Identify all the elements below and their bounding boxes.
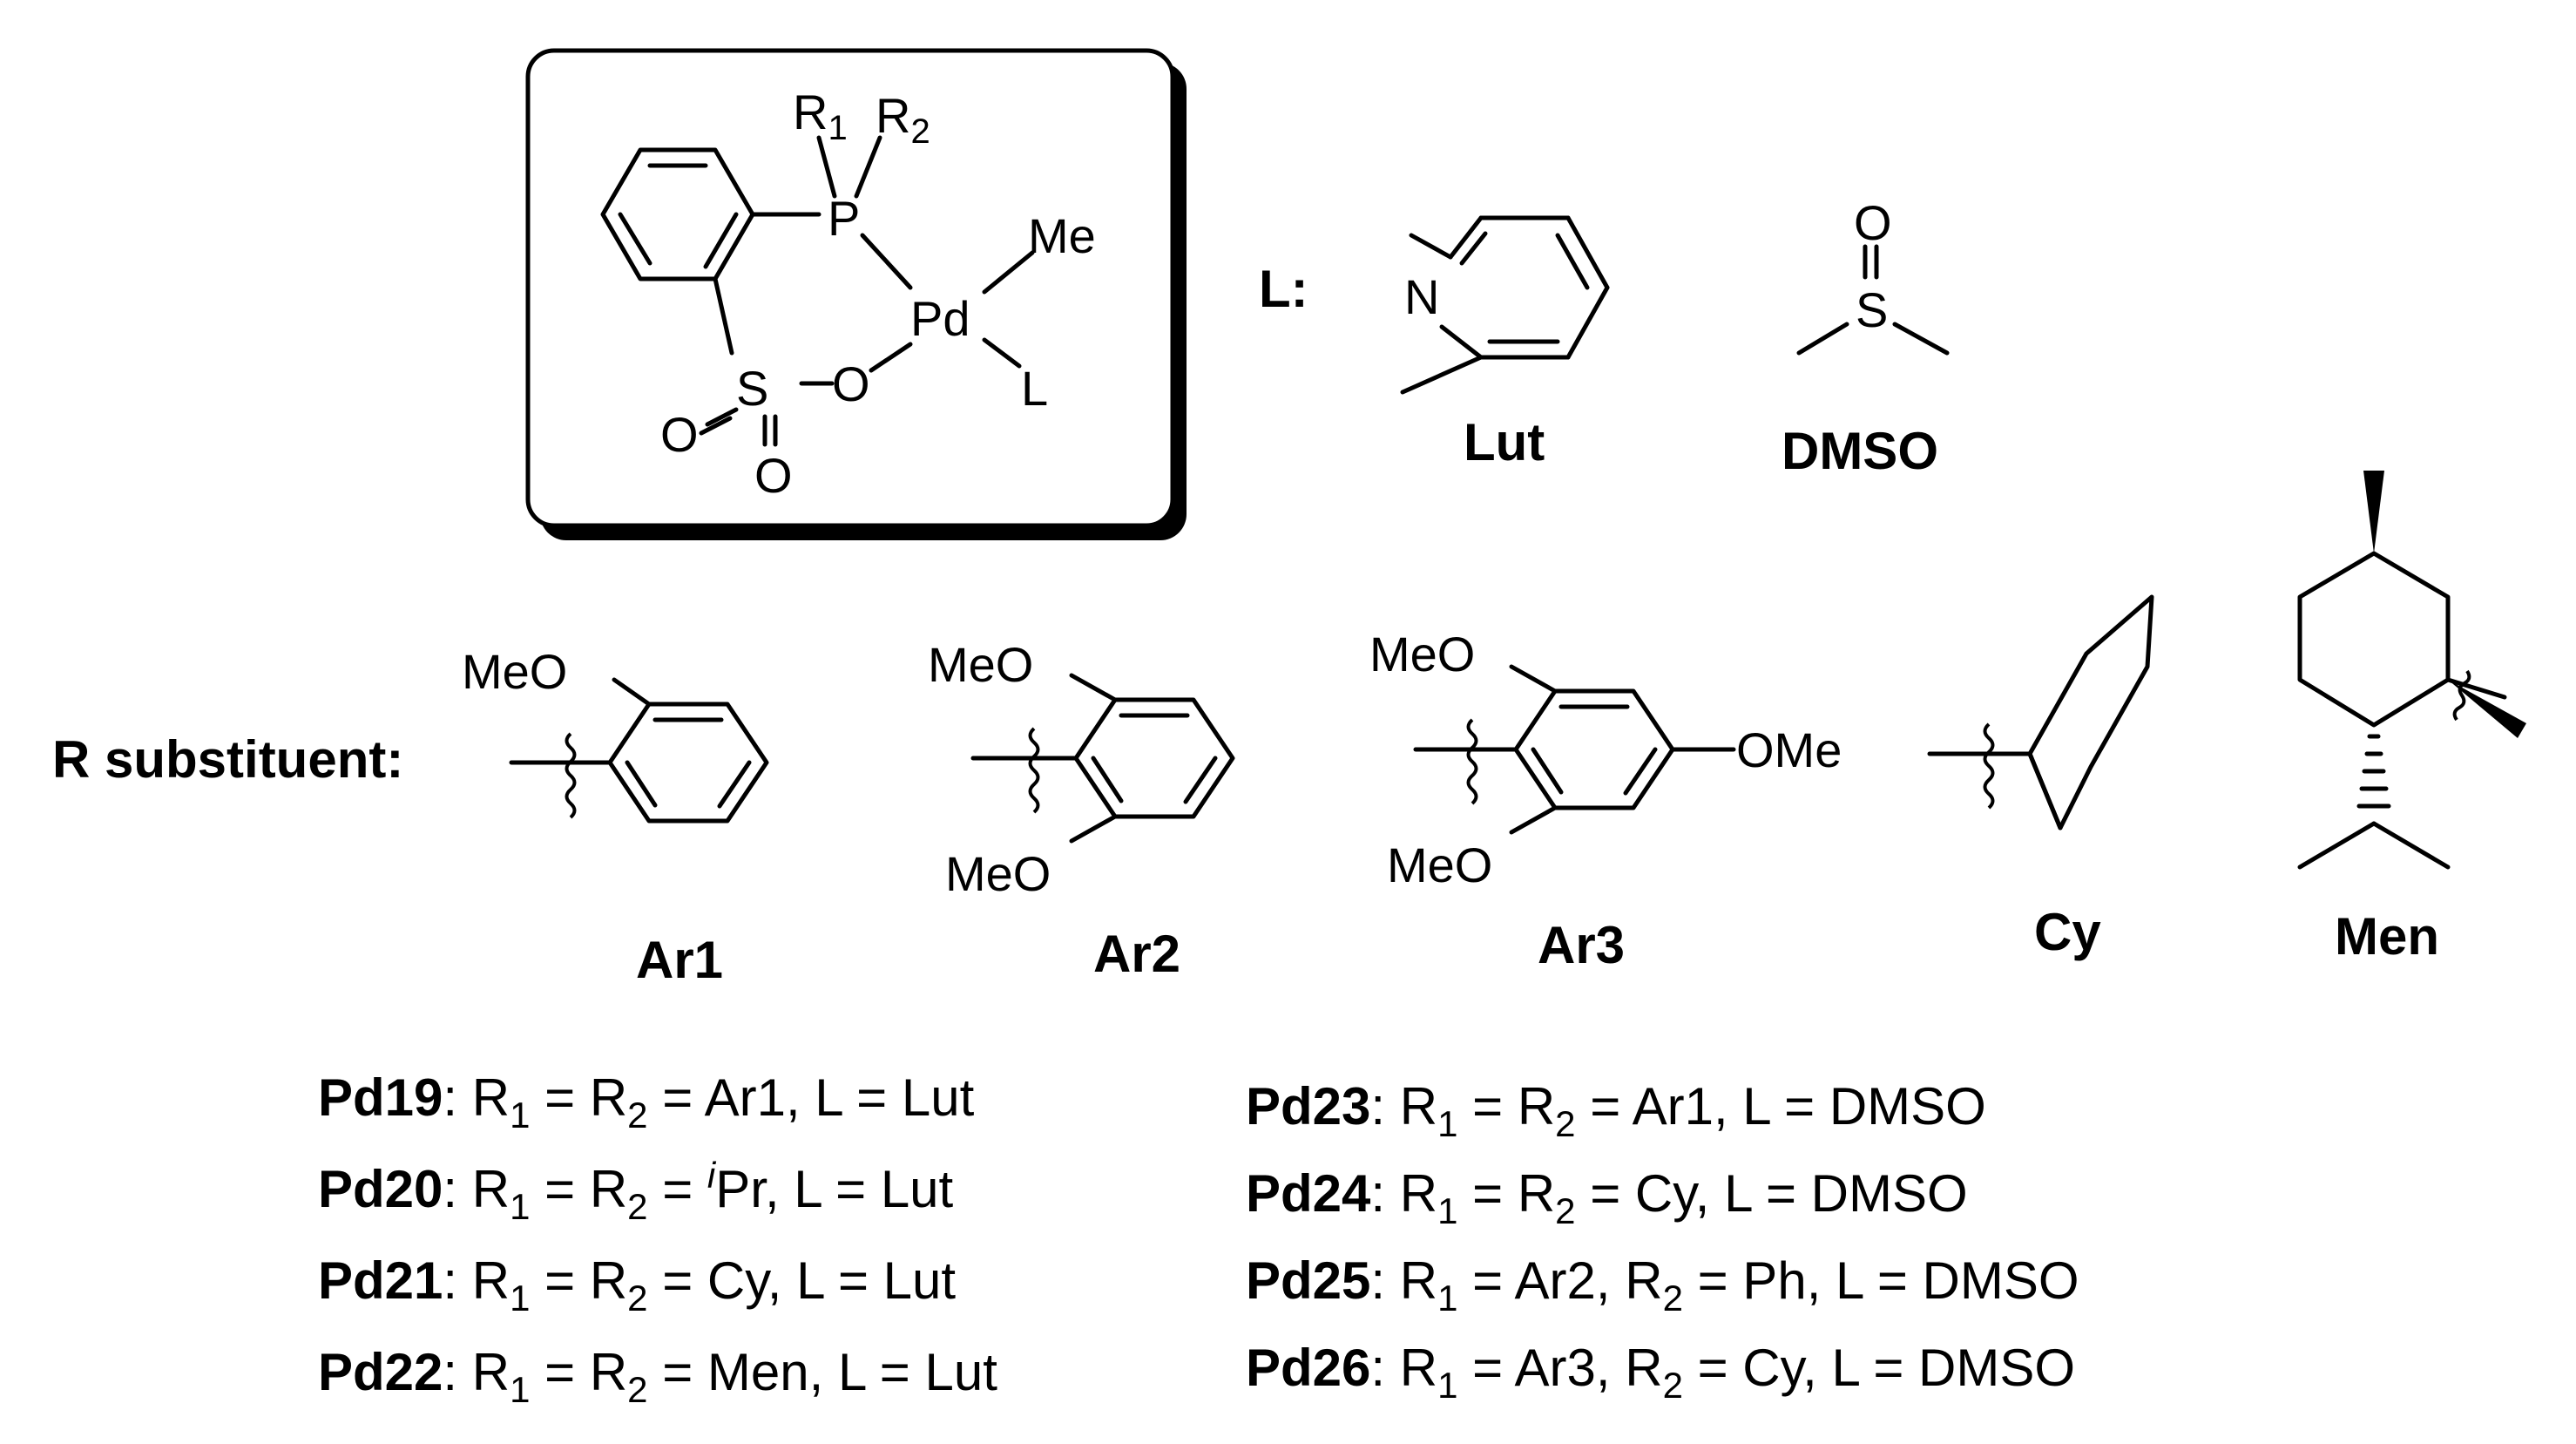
men-structure: Men (2297, 471, 2526, 966)
dmso-s-atom: S (1856, 282, 1888, 337)
complex-o-left: O (660, 407, 699, 462)
complex-o-atom: O (832, 356, 870, 411)
compound-pd20: Pd20: R1 = R2 = iPr, L = Lut (318, 1155, 954, 1227)
complex-o-bottom: O (754, 448, 793, 503)
ar2-ome-bottom: MeO (945, 846, 1051, 901)
complex-pd-atom: Pd (910, 291, 970, 346)
compound-pd21: Pd21: R1 = R2 = Cy, L = Lut (318, 1251, 956, 1319)
dmso-structure: O S DMSO (1782, 195, 1950, 480)
ar1-label: Ar1 (636, 931, 723, 989)
compound-list-right: Pd23: R1 = R2 = Ar1, L = DMSO Pd24: R1 =… (1246, 1077, 2079, 1406)
lut-structure: N Lut (1400, 215, 1610, 471)
compound-pd24: Pd24: R1 = R2 = Cy, L = DMSO (1246, 1164, 1968, 1231)
complex-s-atom: S (736, 361, 768, 416)
compound-pd19: Pd19: R1 = R2 = Ar1, L = Lut (318, 1068, 975, 1136)
ar3-structure: MeO MeO OMe Ar3 (1369, 627, 1842, 974)
complex-r2: R2 (876, 88, 930, 151)
cy-label: Cy (2034, 903, 2101, 961)
compound-list-left: Pd19: R1 = R2 = Ar1, L = Lut Pd20: R1 = … (318, 1068, 997, 1410)
complex-box (525, 48, 1187, 540)
ligand-heading: L: (1259, 260, 1308, 318)
complex-r1: R1 (793, 85, 848, 147)
lut-n-atom: N (1404, 269, 1439, 324)
dmso-label: DMSO (1782, 422, 1938, 480)
men-hashed-bond (2356, 734, 2391, 809)
cy-structure: Cy (1927, 594, 2154, 961)
compound-pd22: Pd22: R1 = R2 = Men, L = Lut (318, 1343, 997, 1410)
lut-label: Lut (1464, 413, 1545, 471)
ar3-ome-para: OMe (1736, 722, 1842, 777)
men-label: Men (2335, 907, 2439, 966)
dmso-o-atom: O (1854, 195, 1892, 250)
compound-pd26: Pd26: R1 = Ar3, R2 = Cy, L = DMSO (1246, 1339, 2075, 1406)
ar2-ome-top: MeO (928, 637, 1033, 692)
substituent-heading: R substituent: (52, 730, 403, 789)
ar2-label: Ar2 (1093, 925, 1180, 983)
compound-pd23: Pd23: R1 = R2 = Ar1, L = DMSO (1246, 1077, 1986, 1144)
ar3-ome-bottom: MeO (1387, 837, 1492, 892)
ar1-structure: MeO Ar1 (462, 644, 769, 989)
ar3-label: Ar3 (1538, 916, 1625, 974)
complex-p-atom: P (828, 191, 860, 246)
compound-pd25: Pd25: R1 = Ar2, R2 = Ph, L = DMSO (1246, 1251, 2079, 1319)
complex-structure: R1 R2 P Pd Me L O S O O (600, 85, 1096, 503)
complex-l: L (1021, 361, 1048, 416)
ar3-ome-top: MeO (1369, 627, 1475, 681)
complex-me: Me (1028, 208, 1096, 263)
ar1-ome: MeO (462, 644, 567, 699)
ar2-structure: MeO MeO Ar2 (928, 637, 1235, 983)
